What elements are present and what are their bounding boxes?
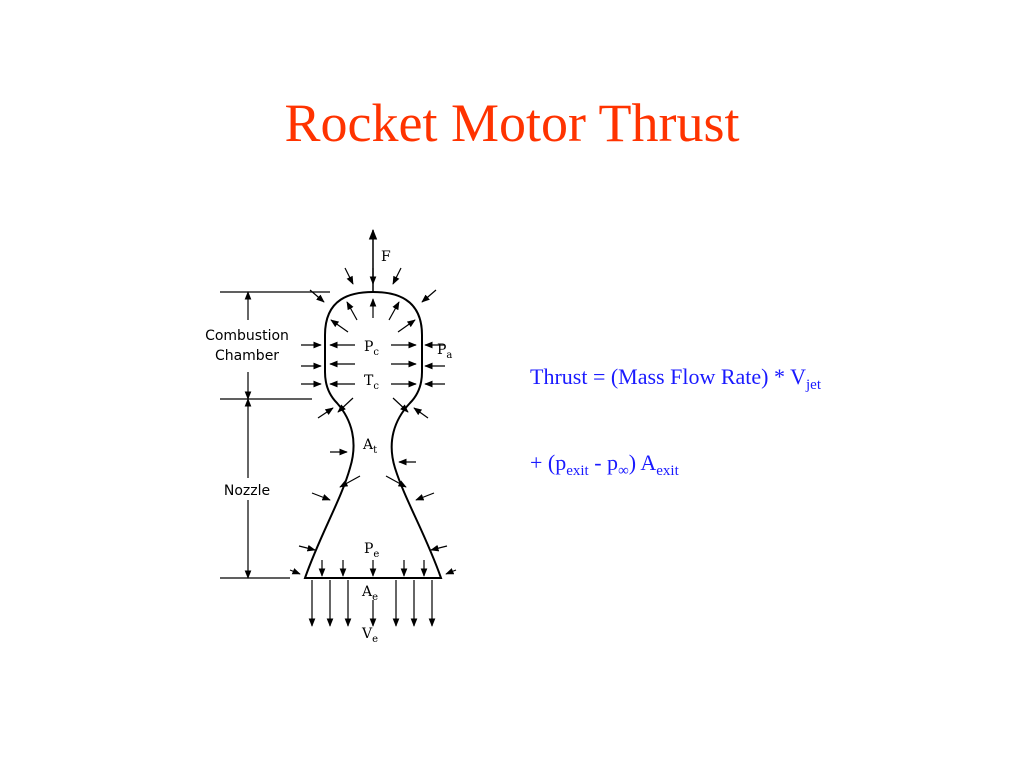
exit-area-label: Ae <box>361 584 378 603</box>
exhaust-velocity-arrows <box>308 580 436 627</box>
combustion-label-line2: Chamber <box>215 348 279 364</box>
exit-pressure-label: Pe <box>364 541 379 560</box>
ambient-pressure-label: Pa <box>437 342 452 361</box>
throat-area-label: At <box>362 437 377 456</box>
exit-velocity-label: Ve <box>361 626 378 645</box>
exit-plane-arrows <box>318 560 428 577</box>
rocket-body-outline <box>303 290 443 579</box>
combustion-label-line1: Combustion <box>205 328 289 344</box>
ambient-pressure-arrows <box>289 267 457 575</box>
chamber-temperature-label: Tc <box>364 373 379 392</box>
chamber-pressure-arrows <box>329 298 417 488</box>
formula-line-1: Thrust = (Mass Flow Rate) * Vjet <box>530 364 821 393</box>
formula-line-2: + (pexit - p∞) Aexit <box>530 450 679 479</box>
thrust-label: F <box>381 249 391 265</box>
nozzle-label: Nozzle <box>224 483 270 499</box>
slide-title: Rocket Motor Thrust <box>284 93 740 153</box>
dimension-lines <box>220 291 330 579</box>
chamber-pressure-label: Pc <box>364 339 379 358</box>
